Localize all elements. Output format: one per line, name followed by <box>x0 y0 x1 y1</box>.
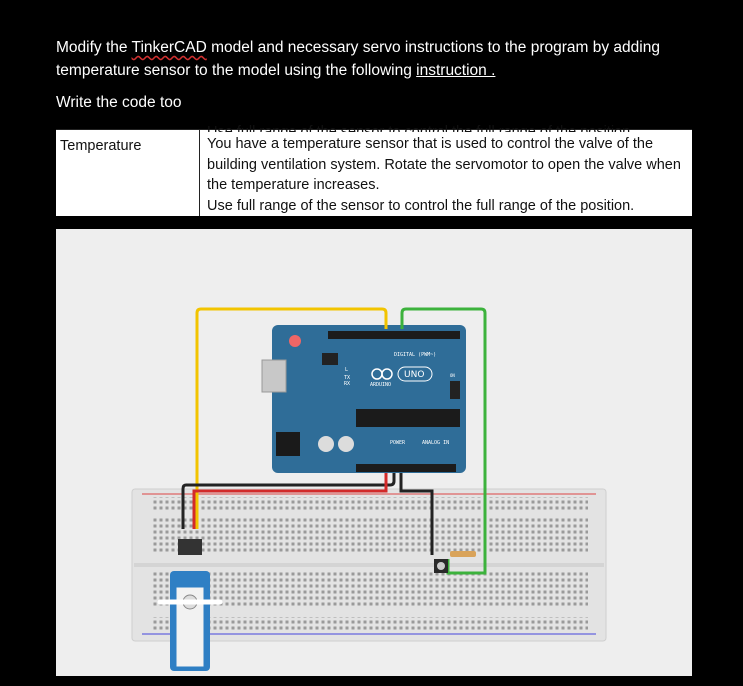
power-label: POWER <box>390 440 406 446</box>
analog-label: ANALOG IN <box>422 440 449 446</box>
rx-label: RX <box>344 381 350 387</box>
table-label-cell: Temperature <box>56 130 200 216</box>
resistor[interactable] <box>450 551 476 557</box>
servo-motor[interactable] <box>157 539 223 671</box>
uno-label: UNO <box>404 370 424 380</box>
power-wire[interactable] <box>192 473 388 529</box>
ground-wire[interactable] <box>181 473 396 529</box>
cut-off-row-text: Use full range of the sensor to control … <box>207 124 635 132</box>
l-label: L <box>345 367 348 373</box>
infinity-logo-icon <box>371 368 393 380</box>
digital-label: DIGITAL (PWM~) <box>394 352 436 358</box>
arduino-brand-label: ARDUINO <box>370 382 391 388</box>
instruction-table: Use full range of the sensor to control … <box>56 124 692 216</box>
circuit-diagram: DIGITAL (PWM~) ARDUINO TX RX L ON UNO PO… <box>131 307 607 671</box>
ground-wire-2[interactable] <box>399 473 434 555</box>
signal-wire[interactable] <box>195 307 388 529</box>
write-code-note: Write the code too <box>56 94 182 111</box>
question-line1-start: Modify the <box>56 39 132 56</box>
breadboard[interactable] <box>131 488 607 642</box>
temperature-label: Temperature <box>60 138 142 154</box>
on-label: ON <box>450 373 455 378</box>
range-text: Use full range of the sensor to control … <box>207 197 635 214</box>
tx-label: TX <box>344 375 350 381</box>
instruction-link[interactable]: instruction . <box>416 62 496 79</box>
tinkercad-canvas[interactable]: DIGITAL (PWM~) ARDUINO TX RX L ON UNO PO… <box>56 229 692 676</box>
green-wire[interactable] <box>400 307 487 575</box>
arduino-uno-board[interactable]: DIGITAL (PWM~) ARDUINO TX RX L ON UNO PO… <box>261 325 466 473</box>
description-text: You have a temperature sensor that is us… <box>207 136 681 193</box>
tinkercad-word: TinkerCAD <box>131 39 207 56</box>
question-text: Modify the TinkerCAD model and necessary… <box>56 36 716 82</box>
question-line2-start: temperature sensor to the model using th… <box>56 62 417 79</box>
table-description-cell: You have a temperature sensor that is us… <box>207 134 691 216</box>
question-line1-end: model and necessary servo instructions t… <box>206 39 660 56</box>
